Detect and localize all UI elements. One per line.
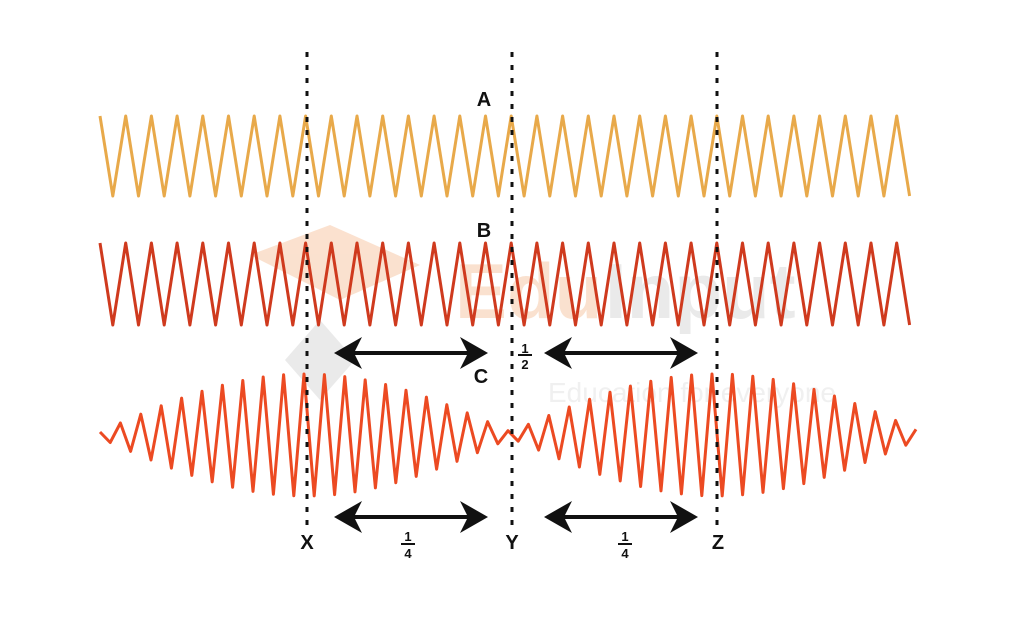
fraction-quarter-left: 1 4 [401, 529, 415, 561]
wave-a [98, 114, 912, 198]
fraction-half-denominator: 2 [521, 357, 528, 372]
fraction-half: 1 2 [518, 341, 532, 372]
watermark: Edu Input Education for everyone [250, 225, 836, 408]
wave-c-beat [98, 372, 918, 498]
dotted-guides [305, 52, 719, 528]
fraction-half-numerator: 1 [521, 341, 528, 356]
wave-b [98, 241, 912, 327]
fraction-quarter-left-denominator: 4 [404, 546, 412, 561]
label-c: C [474, 366, 488, 388]
label-y: Y [505, 532, 519, 554]
fraction-quarter-left-numerator: 1 [404, 529, 411, 544]
label-b: B [477, 220, 491, 242]
fraction-quarter-right: 1 4 [618, 529, 632, 561]
label-a: A [477, 89, 491, 111]
fraction-quarter-right-numerator: 1 [621, 529, 628, 544]
fraction-quarter-right-denominator: 4 [621, 546, 629, 561]
label-z: Z [712, 532, 724, 554]
label-x: X [300, 532, 314, 554]
